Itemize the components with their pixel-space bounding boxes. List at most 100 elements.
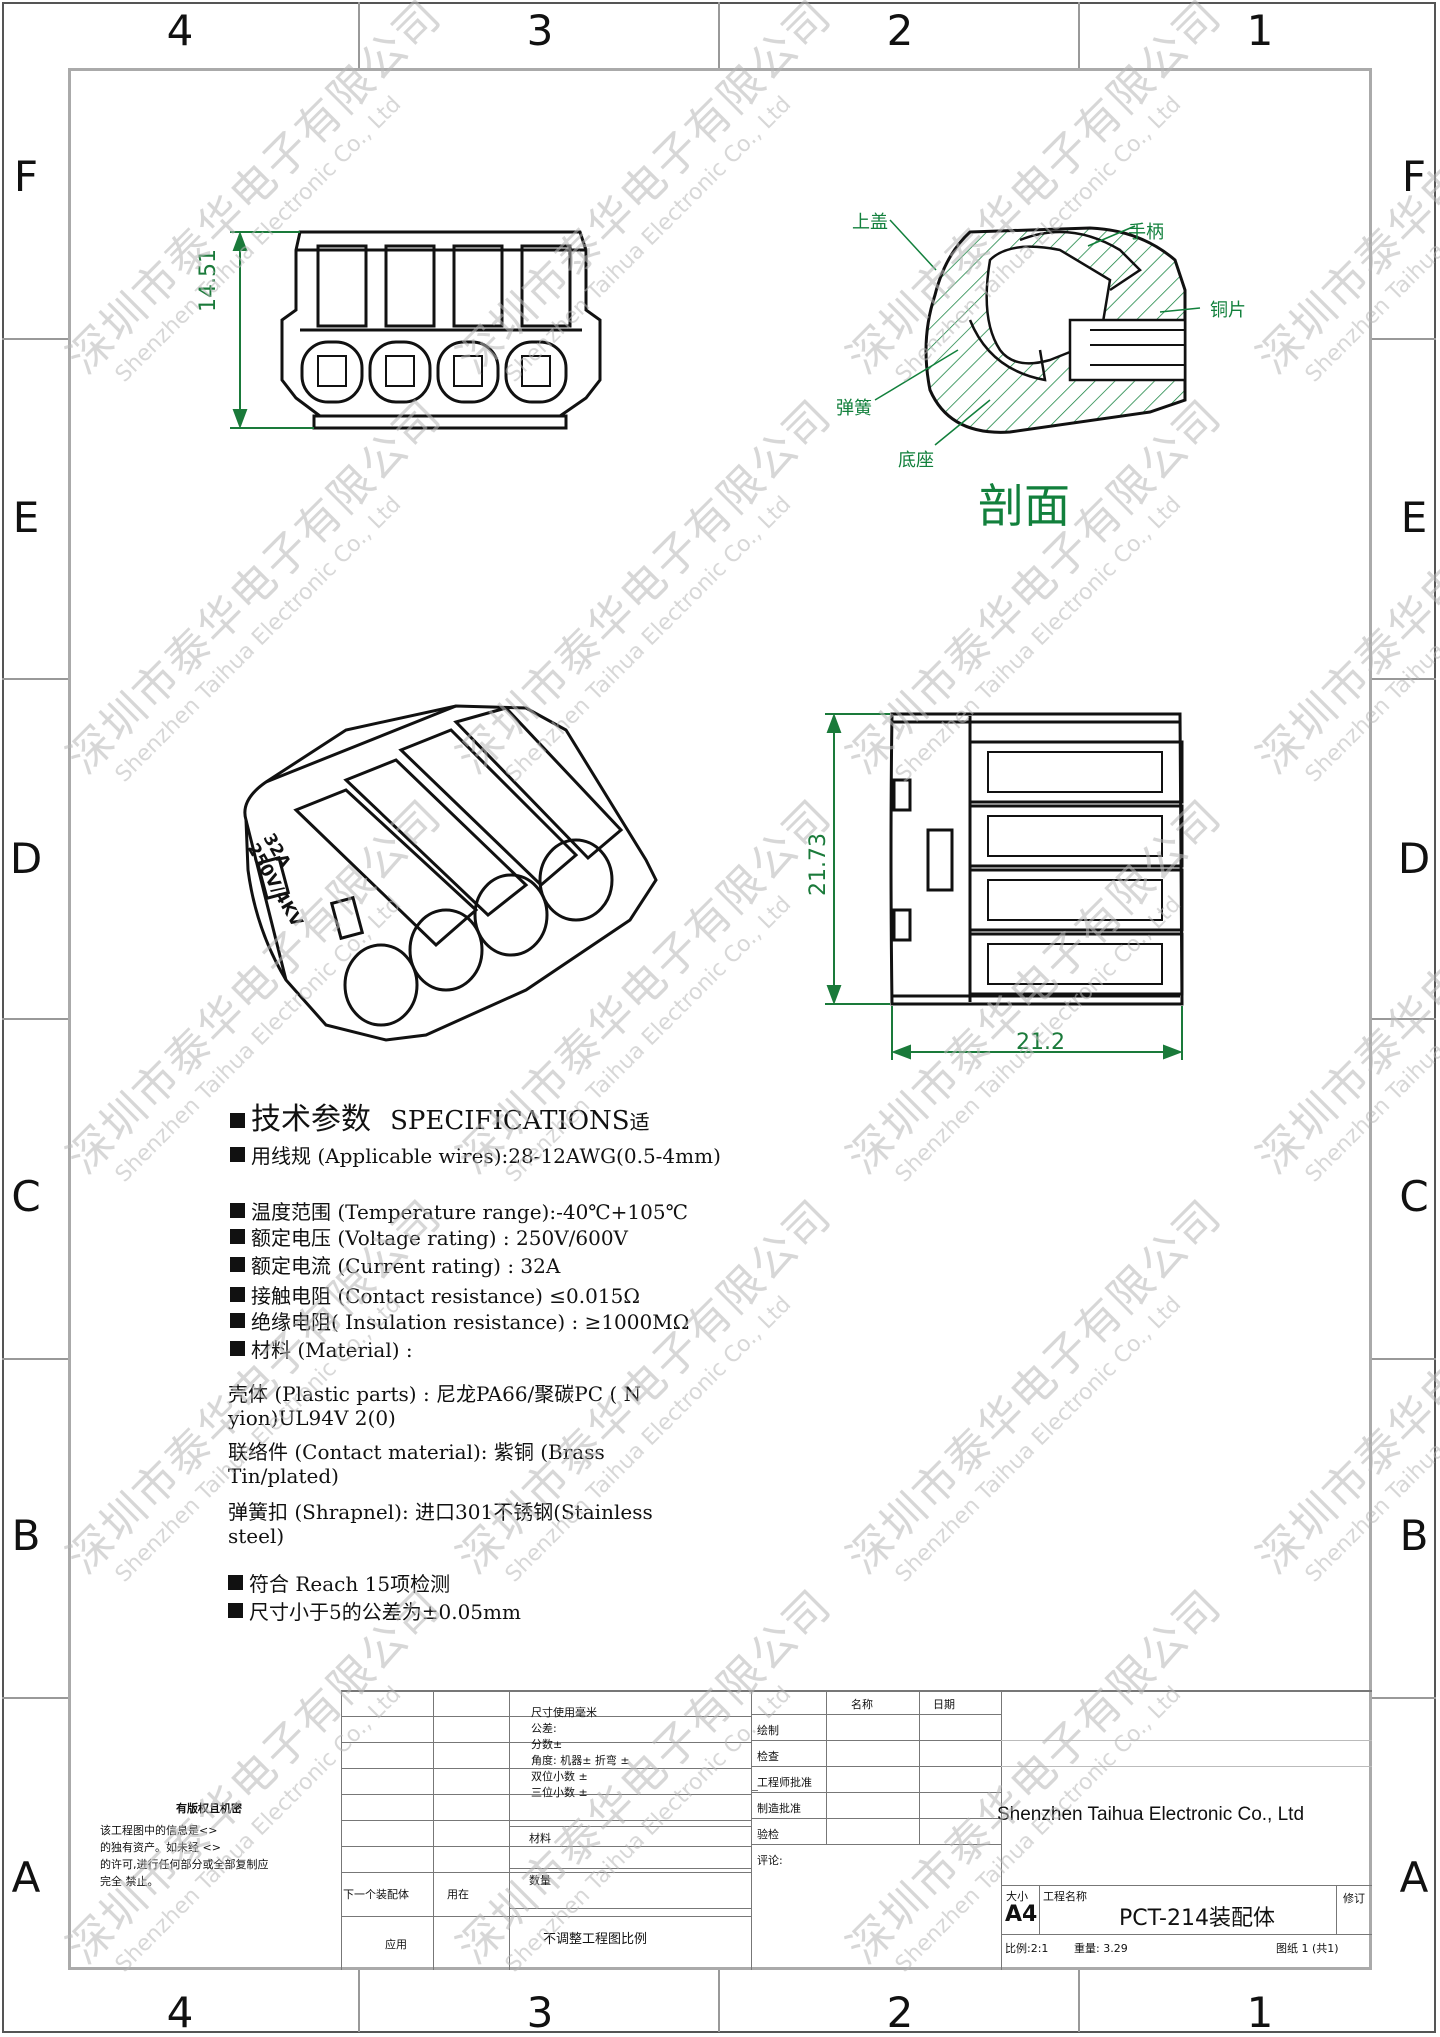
tb-two-decimal: 双位小数 ± (531, 1770, 588, 1783)
tb-application: 应用 (385, 1938, 407, 1951)
bullet-icon (230, 1313, 245, 1328)
zone-tick (358, 1970, 360, 2032)
spec-plastic-2: yion)UL94V 2(0) (228, 1406, 396, 1430)
spec-shrapnel-2: steel) (228, 1524, 285, 1548)
section-view-drawing (874, 219, 1201, 446)
tb-size: A4 (1005, 1902, 1038, 1927)
tb-company: Shenzhen Taihua Electronic Co., Ltd (997, 1804, 1305, 1825)
section-label-handle: 手柄 (1128, 222, 1164, 243)
rights-title: 有版权且机密 (176, 1802, 242, 1815)
zone-row-e-left: E (12, 493, 40, 542)
tb-units: 尺寸使用毫米 (531, 1706, 597, 1719)
spec-contactmat-2: Tin/plated) (228, 1464, 339, 1488)
zone-row-e-right: E (1400, 493, 1428, 542)
bullet-icon (230, 1113, 245, 1128)
zone-col-4-bottom: 4 (166, 1988, 194, 2037)
section-title: 剖面 (978, 479, 1070, 533)
spec-heading: 技术参数 SPECIFICATIONS适 (230, 1094, 650, 1138)
spec-contactmat-1: 联络件 (Contact material): 紫铜 (Brass (228, 1440, 605, 1464)
spec-temp: 温度范围 (Temperature range):-40℃+105℃ (230, 1196, 688, 1225)
zone-col-1-top: 1 (1246, 6, 1274, 55)
tb-rev-label: 修订 (1343, 1892, 1365, 1905)
zone-tick (2, 678, 68, 680)
zone-row-b-left: B (11, 1511, 41, 1560)
side-view-drawing (825, 712, 1184, 1060)
tb-col-date: 日期 (933, 1698, 955, 1711)
tb-col-name: 名称 (851, 1698, 873, 1711)
tb-eng-approval: 工程师批准 (757, 1776, 812, 1789)
zone-row-c-right: C (1399, 1172, 1429, 1221)
tb-angle: 角度: 机器± 折弯 ± (531, 1754, 630, 1767)
zone-tick (718, 2, 720, 68)
zone-row-a-left: A (11, 1853, 41, 1902)
tb-qa: 验检 (757, 1828, 779, 1841)
spec-heading-cn: 技术参数 (251, 1102, 371, 1137)
spec-insulation-text: 绝缘电阻( Insulation resistance) : ≥1000MΩ (251, 1310, 690, 1334)
section-label-top-cover: 上盖 (852, 212, 888, 233)
zone-tick (1078, 1970, 1080, 2032)
spec-tolerance: 尺寸小于5的公差为±0.05mm (228, 1596, 521, 1625)
zone-col-3-bottom: 3 (526, 1988, 554, 2037)
spec-wires: 用线规 (Applicable wires):28-12AWG(0.5-4mm) (230, 1140, 721, 1169)
spec-reach: 符合 Reach 15项检测 (228, 1568, 450, 1597)
zone-col-1-bottom: 1 (1246, 1988, 1274, 2037)
zone-tick (2, 1358, 68, 1360)
isometric-view-drawing (243, 704, 658, 1042)
spec-current: 额定电流 (Current rating) : 32A (230, 1250, 560, 1279)
tb-name-label: 工程名称 (1043, 1890, 1087, 1903)
zone-col-2-bottom: 2 (886, 1988, 914, 2037)
tb-next-assembly: 下一个装配体 (343, 1888, 409, 1901)
zone-col-3-top: 3 (526, 6, 554, 55)
rights-line-4: 完全 禁止。 (100, 1875, 159, 1888)
front-view-drawing (230, 230, 602, 430)
spec-plastic-1: 壳体 (Plastic parts) : 尼龙PA66/聚碳PC ( N (228, 1382, 642, 1406)
tb-no-scale: 不调整工程图比例 (543, 1932, 648, 1947)
section-label-base: 底座 (898, 450, 934, 471)
tb-scale: 比例:2:1 (1005, 1942, 1049, 1955)
bullet-icon (230, 1257, 245, 1272)
dimension-front-height: 14.51 (196, 249, 221, 312)
zone-col-4-top: 4 (166, 6, 194, 55)
tb-material: 材料 (529, 1832, 551, 1845)
zone-tick (1372, 1018, 1436, 1020)
zone-tick (1372, 1697, 1436, 1699)
spec-voltage-text: 额定电压 (Voltage rating) : 250V/600V (251, 1226, 628, 1250)
inner-border (68, 68, 1372, 1970)
zone-tick (1372, 678, 1436, 680)
rights-line-1: 该工程图中的信息是<> (100, 1824, 218, 1837)
rights-line-3: 的许可,进行任何部分或全部复制应 (100, 1858, 269, 1871)
bullet-icon (230, 1147, 245, 1162)
tb-weight: 重量: 3.29 (1074, 1942, 1128, 1955)
spec-heading-tail: 适 (629, 1110, 650, 1134)
dimension-side-width: 21.2 (1016, 1030, 1065, 1055)
spec-material: 材料 (Material) : (230, 1334, 413, 1363)
zone-row-a-right: A (1399, 1853, 1429, 1902)
rights-line-2: 的独有资产。如未经 <> (100, 1841, 221, 1854)
title-block: 下一个装配体 用在 应用 尺寸使用毫米 公差: 分数± 角度: 机器± 折弯 ±… (341, 1690, 1372, 1970)
zone-tick (718, 1970, 720, 2032)
tb-mfg-approval: 制造批准 (757, 1802, 801, 1815)
zone-row-d-left: D (9, 834, 43, 883)
section-label-spring: 弹簧 (836, 398, 872, 419)
bullet-icon (230, 1229, 245, 1244)
bullet-icon (230, 1341, 245, 1356)
tb-sheet: 图纸 1 (共1) (1276, 1942, 1339, 1955)
tb-size-label: 大小 (1006, 1890, 1028, 1903)
spec-voltage: 额定电压 (Voltage rating) : 250V/600V (230, 1222, 628, 1251)
zone-tick (1372, 1358, 1436, 1360)
zone-row-d-right: D (1397, 834, 1431, 883)
zone-tick (2, 338, 68, 340)
zone-tick (358, 2, 360, 68)
tb-checked: 检查 (757, 1750, 779, 1763)
zone-tick (2, 1697, 68, 1699)
spec-contact: 接触电阻 (Contact resistance) ≤0.015Ω (230, 1280, 640, 1309)
tb-quantity: 数量 (529, 1874, 551, 1887)
spec-shrapnel-1: 弹簧扣 (Shrapnel): 进口301不锈钢(Stainless (228, 1500, 653, 1524)
bullet-icon (230, 1287, 245, 1302)
zone-row-f-left: F (13, 152, 39, 201)
zone-row-b-right: B (1399, 1511, 1429, 1560)
spec-reach-text: 符合 Reach 15项检测 (249, 1572, 451, 1596)
tb-fraction: 分数± (531, 1738, 563, 1751)
spec-insulation: 绝缘电阻( Insulation resistance) : ≥1000MΩ (230, 1306, 689, 1335)
zone-tick (2, 1018, 68, 1020)
